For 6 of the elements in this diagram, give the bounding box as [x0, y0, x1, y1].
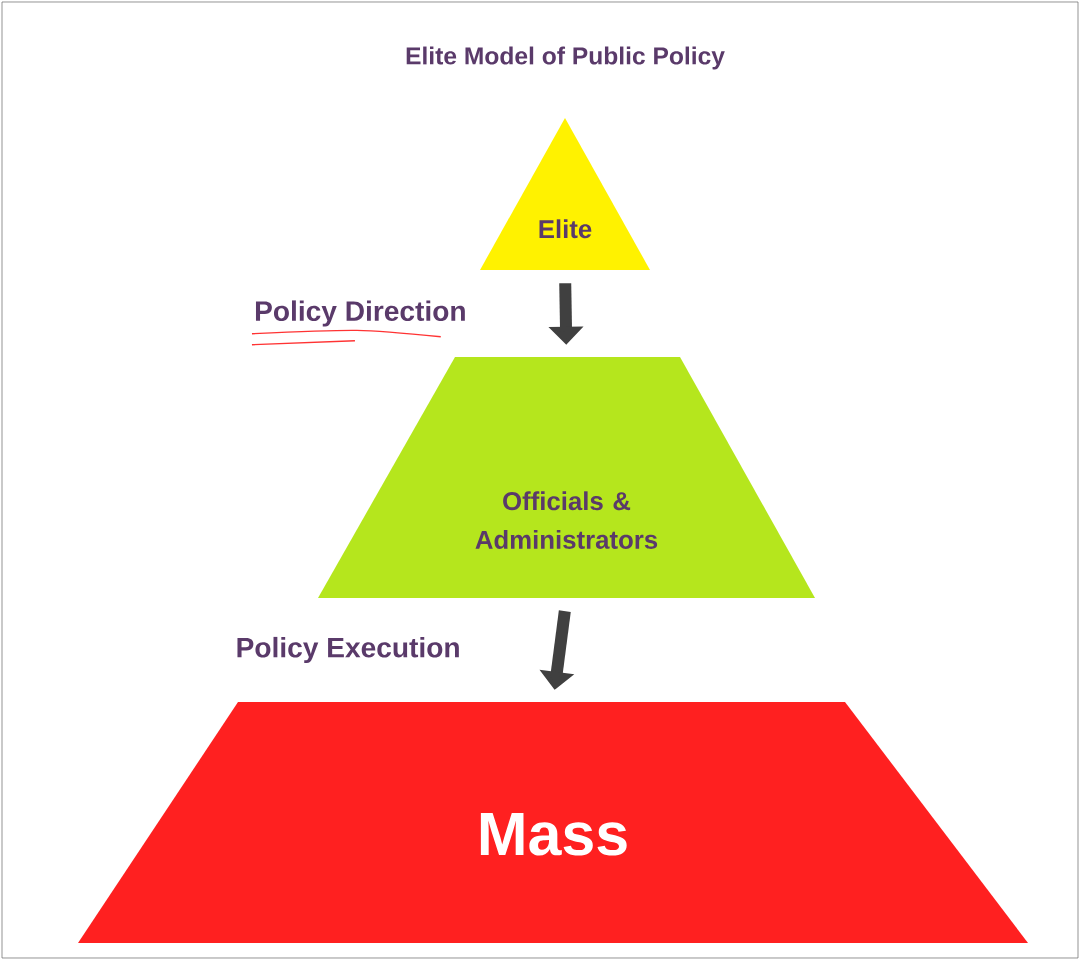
trapezoid: Officials & Administrators	[318, 357, 815, 598]
edge-label: Policy Direction	[256, 300, 465, 327]
title: Elite Model of Public Policy	[406, 46, 725, 70]
edge-label: Policy Execution	[237, 636, 459, 664]
triangle: Elite	[480, 118, 650, 270]
trapezoid: Mass	[78, 702, 1028, 943]
